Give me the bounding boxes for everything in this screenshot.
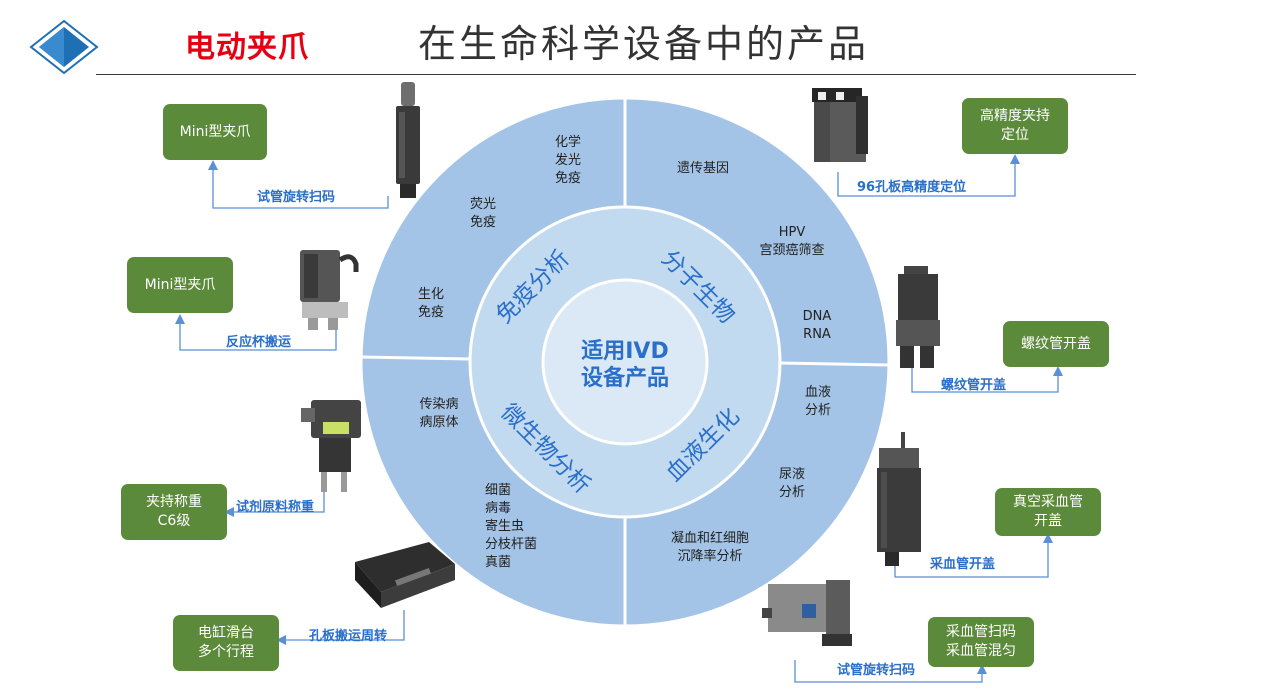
compact-gripper-icon <box>300 250 359 330</box>
sub-blood-analysis: 血液 分析 <box>804 385 831 418</box>
logo-diamond-icon <box>29 19 99 75</box>
arrow-weigh <box>224 507 234 517</box>
application-label-mini2: 反应杯搬运 <box>226 335 292 350</box>
connector-scan <box>794 660 983 683</box>
category-title: 电动夹爪 <box>185 30 309 65</box>
divider-right <box>779 361 890 367</box>
product-box-weigh: 夹持称重 C6级 <box>121 484 227 540</box>
connector-hp <box>837 158 1016 197</box>
arrow-hp <box>1010 154 1020 164</box>
application-label-vacuum: 采血管开盖 <box>930 557 996 572</box>
sub-biochem-immuno: 生化 免疫 <box>417 287 444 320</box>
product-box-slide: 电缸滑台 多个行程 <box>173 615 279 671</box>
application-label-mini1: 试管旋转扫码 <box>257 190 336 205</box>
connector-screw <box>911 368 1059 393</box>
application-label-scan: 试管旋转扫码 <box>837 663 916 678</box>
sub-genetics: 遗传基因 <box>676 161 729 176</box>
display-gripper-icon <box>301 400 361 492</box>
application-label-weigh: 试剂原料称重 <box>236 500 315 515</box>
slide-cylinder-icon <box>355 542 455 608</box>
sub-fluorescence: 荧光 免疫 <box>469 197 496 230</box>
sub-chemiluminescence: 化学 发光 免疫 <box>554 135 581 186</box>
arrow-screw <box>1053 366 1063 376</box>
connector-weigh <box>228 490 325 513</box>
sub-bacteria: 细菌 病毒 寄生虫 分枝杆菌 真菌 <box>485 483 538 570</box>
product-box-mini1: Mini型夹爪 <box>163 104 267 160</box>
connector-mini1 <box>212 164 389 209</box>
center-disc <box>541 278 709 446</box>
application-label-screw: 螺纹管开盖 <box>941 378 1007 393</box>
product-box-precision: 高精度夹持 定位 <box>962 98 1068 154</box>
center-label: 适用IVD 设备产品 <box>580 339 669 391</box>
tall-gripper-icon <box>877 432 921 566</box>
product-box-vacuum: 真空采血管 开盖 <box>995 488 1101 536</box>
arrow-mini2 <box>175 314 185 324</box>
product-box-scan: 采血管扫码 采血管混匀 <box>928 617 1034 667</box>
product-box-mini2: Mini型夹爪 <box>127 257 233 313</box>
vertical-gripper-icon <box>396 82 420 198</box>
sub-coagulation: 凝血和红细胞 沉降率分析 <box>670 531 749 564</box>
application-label-precision: 96孔板高精度定位 <box>857 180 967 195</box>
sub-hpv: HPV 宫颈癌筛查 <box>759 225 825 258</box>
arrow-mini1 <box>208 160 218 170</box>
page-title: 在生命科学设备中的产品 <box>418 22 870 66</box>
arrow-slide <box>276 635 286 645</box>
connector-mini2 <box>179 318 337 351</box>
arrow-vac <box>1043 533 1053 543</box>
sub-dna-rna: DNA RNA <box>802 309 832 342</box>
rotary-gripper-icon <box>896 266 940 368</box>
application-label-slide: 孔板搬运周转 <box>309 629 388 644</box>
arrow-scan <box>977 664 987 674</box>
sub-urine-analysis: 尿液 分析 <box>778 467 805 500</box>
divider-left <box>360 355 471 361</box>
title-divider <box>96 74 1136 75</box>
product-box-screw: 螺纹管开盖 <box>1003 321 1109 367</box>
precision-gripper-icon <box>812 88 868 162</box>
sub-infectious: 传染病 病原体 <box>419 397 459 430</box>
connector-slide <box>280 610 405 641</box>
rotary-block-gripper-icon <box>762 580 852 646</box>
